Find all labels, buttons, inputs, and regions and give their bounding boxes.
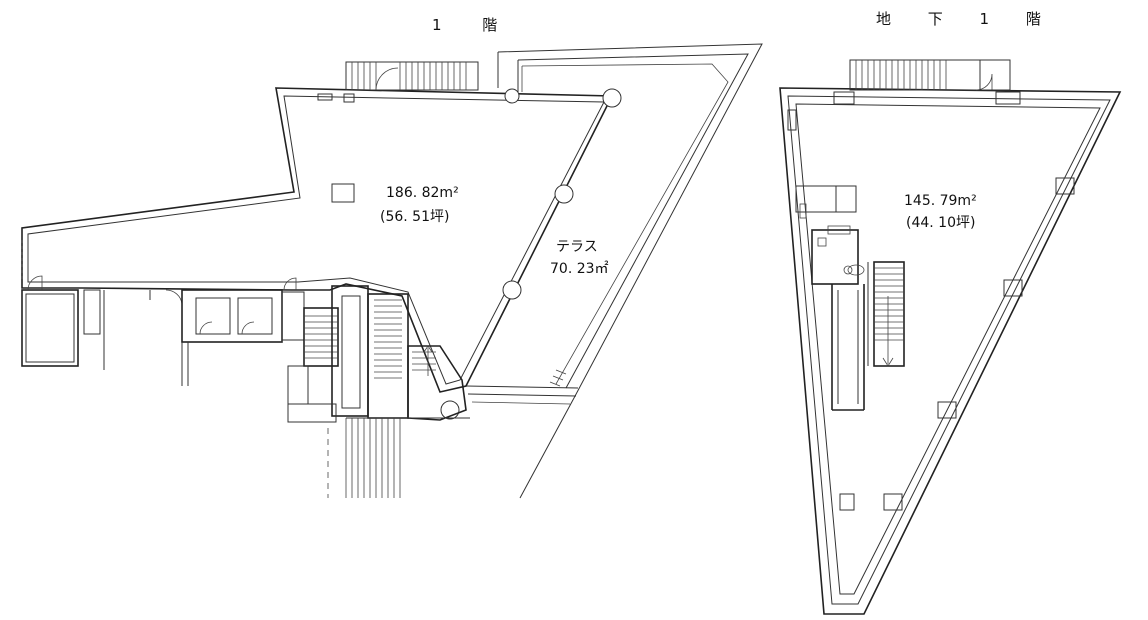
terrace-area: 70. 23㎡ xyxy=(550,261,609,277)
first-floor-entrance-steps xyxy=(327,417,470,498)
basement-floor-title: 地 下 1 階 xyxy=(876,10,1057,28)
first-floor-room-area: 186. 82m² xyxy=(386,185,459,201)
basement-room-area: 145. 79m² xyxy=(904,193,977,209)
basement-outline xyxy=(779,87,1122,615)
first-floor-top-stairs xyxy=(345,61,479,91)
terrace-label: テラス xyxy=(556,239,598,255)
basement-core xyxy=(795,185,865,411)
first-floor-main-room xyxy=(21,87,614,393)
first-floor-title: 1 階 xyxy=(432,16,516,34)
basement-top-stairs xyxy=(849,59,1011,91)
basement-stairs xyxy=(867,261,905,367)
first-floor-room-tsubo: (56. 51坪) xyxy=(380,209,450,225)
basement-columns xyxy=(787,91,1075,511)
first-floor-left-block xyxy=(21,275,305,386)
terrace-outline xyxy=(465,43,763,499)
basement-room-tsubo: (44. 10坪) xyxy=(906,215,976,231)
first-floor-columns xyxy=(317,88,622,420)
